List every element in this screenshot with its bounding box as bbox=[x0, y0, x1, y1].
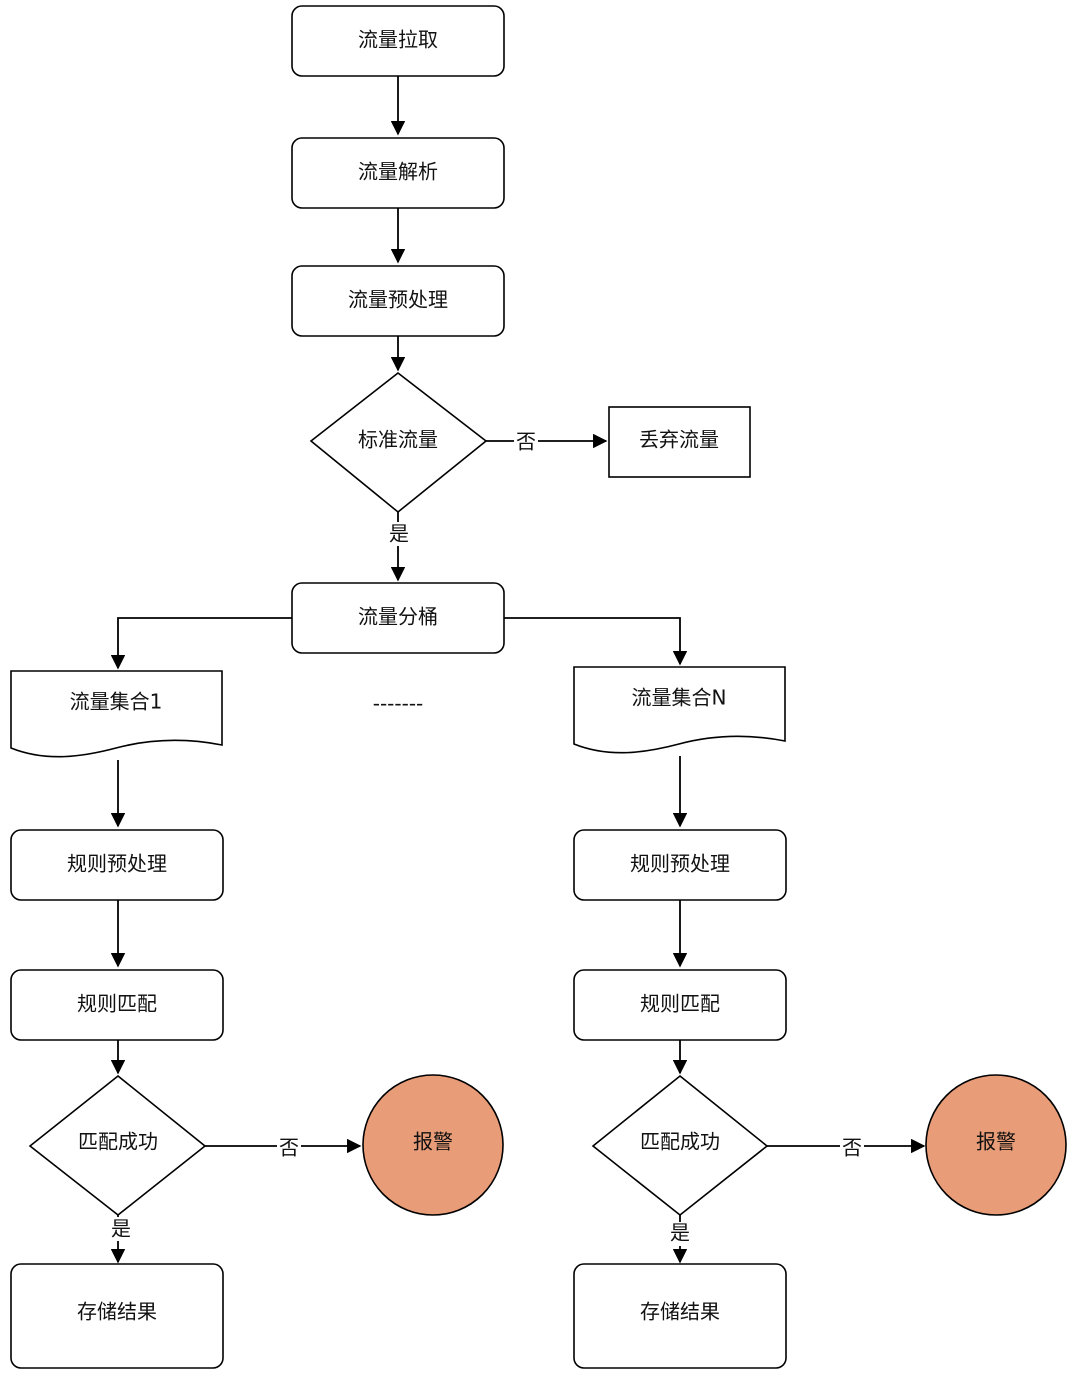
node-store-1-label: 存储结果 bbox=[77, 1300, 157, 1324]
node-pull: 流量拉取 bbox=[291, 5, 505, 77]
node-match-ok-N: 匹配成功 bbox=[591, 1074, 769, 1217]
node-rule-match-1-label: 规则匹配 bbox=[77, 992, 157, 1016]
node-standard-check-label: 标准流量 bbox=[358, 428, 438, 452]
node-rule-match-N-label: 规则匹配 bbox=[640, 992, 720, 1016]
node-discard: 丢弃流量 bbox=[608, 406, 751, 478]
node-setN: 流量集合N bbox=[573, 666, 786, 754]
node-rule-pre-1: 规则预处理 bbox=[10, 829, 224, 901]
edges bbox=[110, 76, 926, 1264]
edge-label-match1-yes: 是 bbox=[111, 1217, 131, 1241]
node-alarm-N: 报警 bbox=[925, 1074, 1067, 1216]
node-rule-match-N: 规则匹配 bbox=[573, 969, 787, 1041]
node-set1-label: 流量集合1 bbox=[70, 690, 163, 714]
node-set1: 流量集合1 bbox=[10, 670, 223, 758]
node-discard-label: 丢弃流量 bbox=[639, 428, 719, 452]
node-alarm-N-label: 报警 bbox=[976, 1130, 1016, 1154]
node-store-N: 存储结果 bbox=[573, 1263, 787, 1369]
edge-label-match1-no: 否 bbox=[279, 1136, 299, 1160]
node-store-1: 存储结果 bbox=[10, 1263, 224, 1369]
node-standard-check: 标准流量 bbox=[309, 371, 488, 514]
node-bucket: 流量分桶 bbox=[291, 582, 505, 654]
node-rule-pre-1-label: 规则预处理 bbox=[67, 852, 167, 876]
node-parse: 流量解析 bbox=[291, 137, 505, 209]
node-preprocess-label: 流量预处理 bbox=[348, 288, 448, 312]
node-rule-pre-N-label: 规则预处理 bbox=[630, 852, 730, 876]
edge-label-matchN-yes: 是 bbox=[670, 1221, 690, 1245]
nodes: 流量拉取 流量解析 流量预处理 标准流量 丢弃流量 流量分桶 bbox=[10, 5, 1067, 1369]
node-match-ok-1: 匹配成功 bbox=[28, 1074, 207, 1217]
edge-label-standard-yes: 是 bbox=[389, 522, 409, 546]
node-alarm-1-label: 报警 bbox=[413, 1130, 453, 1154]
node-rule-pre-N: 规则预处理 bbox=[573, 829, 787, 901]
edge-label-matchN-no: 否 bbox=[842, 1136, 862, 1160]
edge-bucket-to-set1 bbox=[110, 617, 292, 670]
node-pull-label: 流量拉取 bbox=[358, 28, 438, 52]
node-alarm-1: 报警 bbox=[362, 1074, 504, 1216]
node-match-ok-1-label: 匹配成功 bbox=[78, 1130, 158, 1154]
node-parse-label: 流量解析 bbox=[358, 160, 438, 184]
ellipsis-divider: ------- bbox=[373, 692, 424, 716]
node-match-ok-N-label: 匹配成功 bbox=[640, 1130, 720, 1154]
node-preprocess: 流量预处理 bbox=[291, 265, 505, 337]
node-setN-label: 流量集合N bbox=[632, 686, 727, 710]
node-store-N-label: 存储结果 bbox=[640, 1300, 720, 1324]
node-rule-match-1: 规则匹配 bbox=[10, 969, 224, 1041]
edge-bucket-to-setN bbox=[504, 617, 688, 666]
edge-labels: 否 是 否 是 否 是 bbox=[109, 430, 864, 1246]
edge-label-standard-no: 否 bbox=[516, 430, 536, 454]
node-bucket-label: 流量分桶 bbox=[358, 605, 438, 629]
